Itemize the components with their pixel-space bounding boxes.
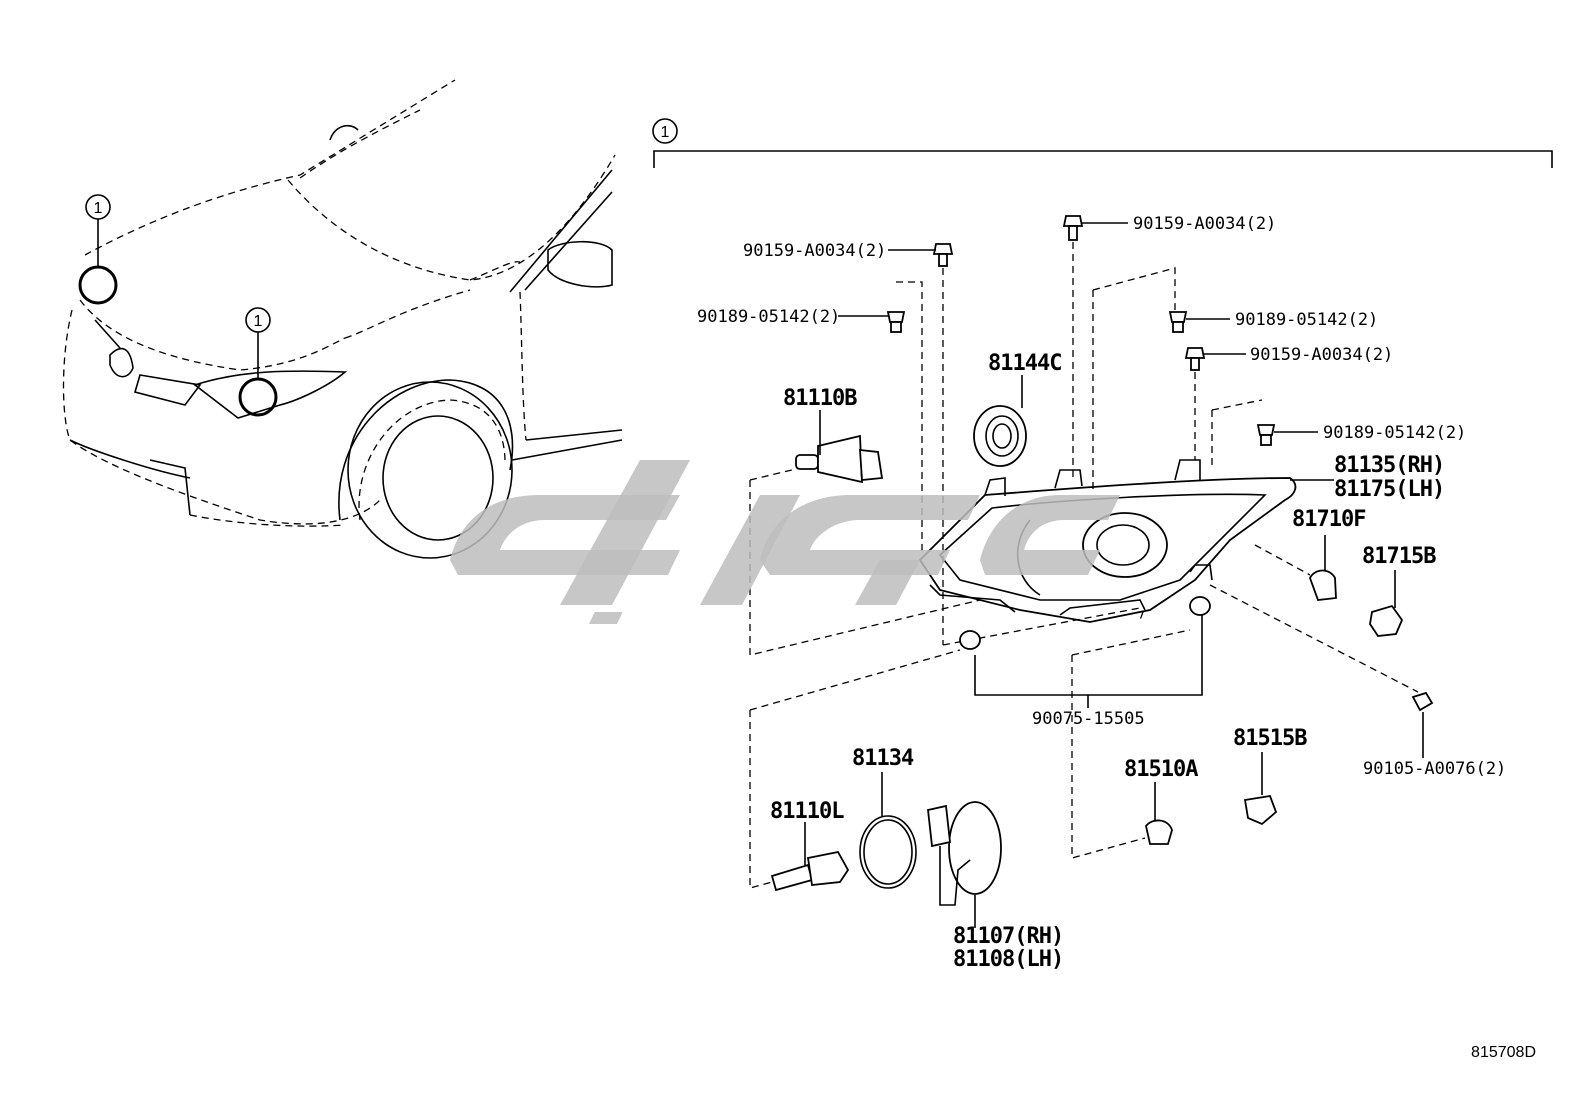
socket-cover <box>973 405 1027 467</box>
watermark-logo <box>450 460 1120 624</box>
callout-number-right: 1 <box>254 313 263 330</box>
grommet-right <box>1189 596 1211 616</box>
bulb-hb <box>795 434 884 484</box>
car-callout-left: 1 <box>78 194 118 305</box>
car-outline <box>62 79 623 559</box>
clip-right-top <box>1168 311 1188 333</box>
clip-left <box>886 311 906 333</box>
ballast <box>927 801 1002 906</box>
label-bulb-turn: 81510A <box>1124 757 1198 782</box>
label-ballast-lh: 81108(LH) <box>953 947 1063 972</box>
label-bulb-hb: 81110B <box>783 386 857 411</box>
bolt-a-right <box>1184 347 1206 371</box>
leader-lines <box>804 222 1424 928</box>
callout-number-left: 1 <box>94 200 103 217</box>
socket-side <box>1369 604 1404 637</box>
label-grommet: 90075-15505 <box>1032 709 1145 729</box>
label-seal-ring: 81134 <box>852 746 914 771</box>
grommet-left <box>959 630 981 650</box>
label-bolt-a-left: 90159-A0034(2) <box>743 241 886 261</box>
bulb-side <box>1309 569 1337 601</box>
label-clip-right-top: 90189-05142(2) <box>1235 310 1378 330</box>
label-bolt-a-top: 90159-A0034(2) <box>1133 214 1276 234</box>
label-headlamp-lh: 81175(LH) <box>1334 477 1444 502</box>
bolt-a-left <box>932 243 954 267</box>
headlamp-housing <box>918 459 1297 623</box>
label-socket-turn: 81515B <box>1233 726 1307 751</box>
label-clip-right-mid: 90189-05142(2) <box>1323 423 1466 443</box>
label-screw: 90105-A0076(2) <box>1363 759 1506 779</box>
diagram-code: 815708D <box>1471 1044 1536 1061</box>
label-socket-side: 81715B <box>1362 544 1436 569</box>
bulb-hid <box>770 850 850 892</box>
label-headlamp-rh: 81135(RH) <box>1334 453 1444 478</box>
seal-ring <box>859 815 917 889</box>
bolt-a-top <box>1062 215 1084 241</box>
label-bulb-side: 81710F <box>1292 507 1365 532</box>
label-socket-cover: 81144C <box>988 351 1061 376</box>
label-ballast-rh: 81107(RH) <box>953 924 1063 949</box>
clip-right-mid <box>1256 424 1276 446</box>
connector-lines <box>749 242 1419 889</box>
label-bulb-hid: 81110L <box>770 799 844 824</box>
bulb-turn <box>1145 819 1173 845</box>
assembly-bracket: 1 <box>652 118 1553 168</box>
screw <box>1411 691 1434 712</box>
callout-number-assembly: 1 <box>661 124 670 141</box>
label-clip-left: 90189-05142(2) <box>697 307 840 327</box>
car-callout-right: 1 <box>238 307 278 417</box>
label-bolt-a-right: 90159-A0034(2) <box>1250 345 1393 365</box>
socket-turn <box>1243 794 1278 826</box>
